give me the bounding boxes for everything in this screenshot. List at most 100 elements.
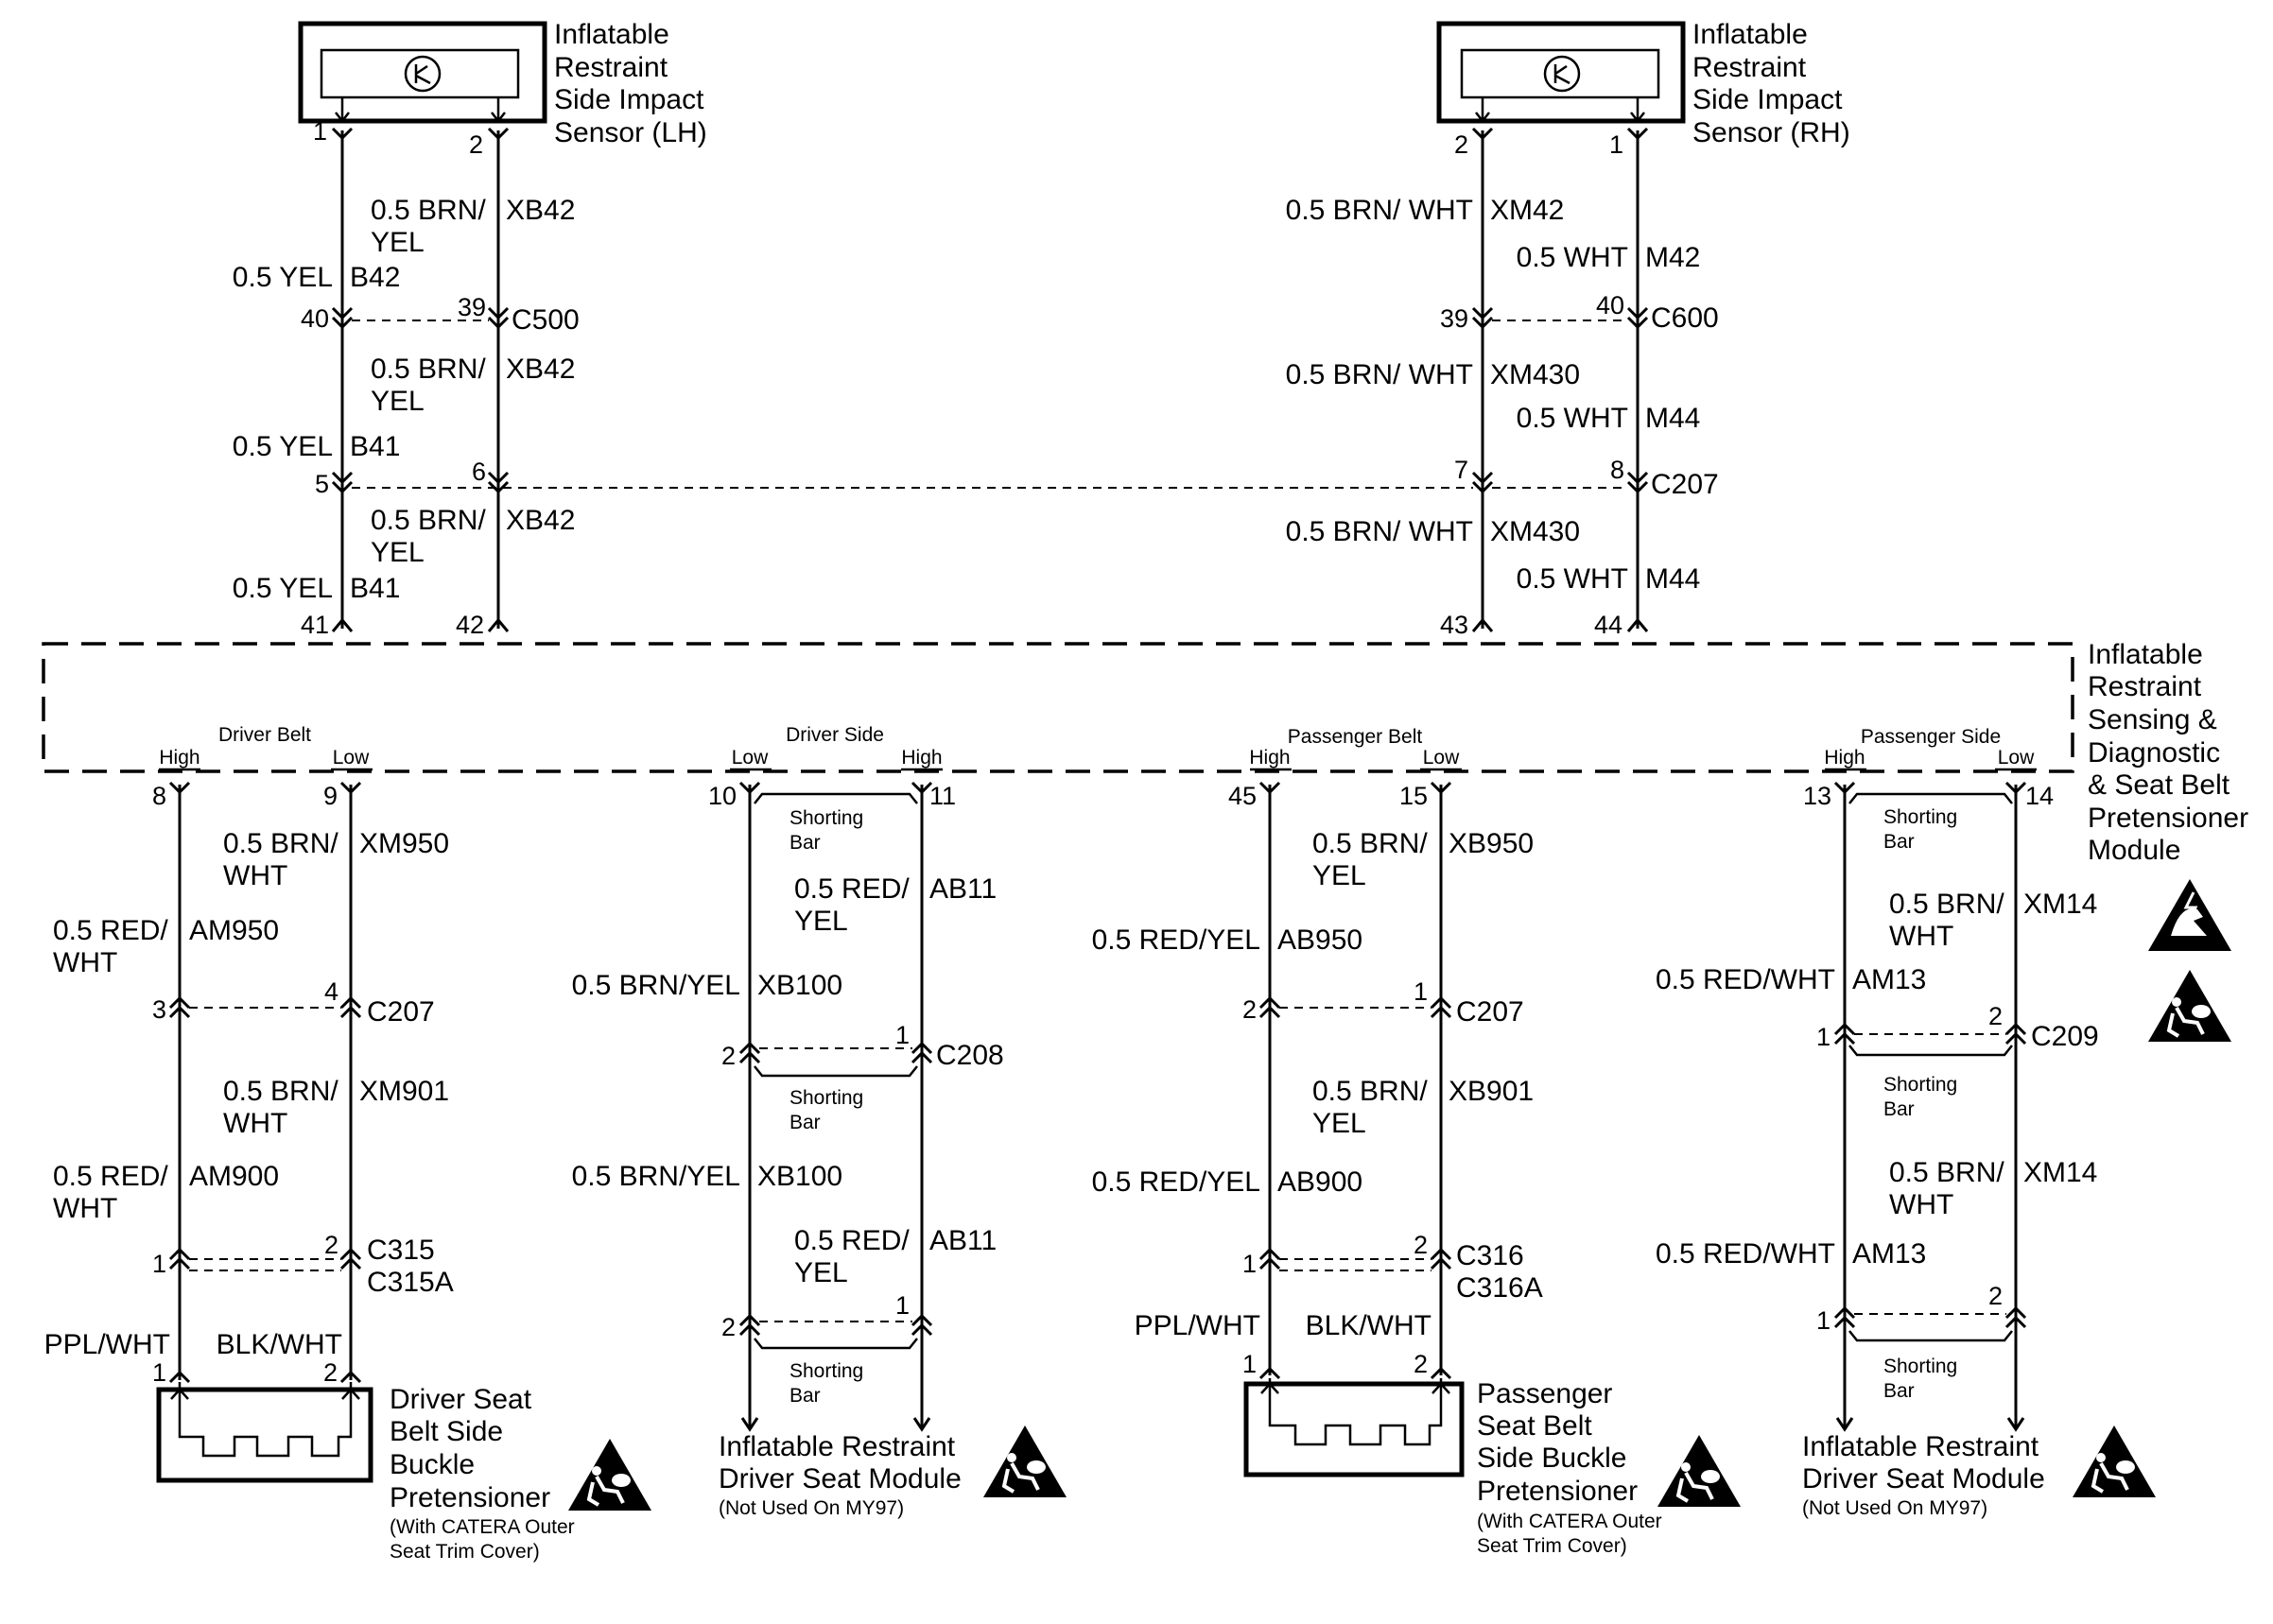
lh-seg1-yel: 0.5 YEL xyxy=(233,262,333,293)
ps-w1-red: 0.5 RED/WHT xyxy=(1656,964,1835,995)
c315a-name: C315A xyxy=(367,1267,454,1298)
rh-seg3-brn-circuit: XM430 xyxy=(1490,516,1580,547)
db-device-title-1: Driver Seat xyxy=(390,1384,532,1415)
ds-shorting-1a: Shorting xyxy=(789,807,863,829)
esd-sensitive-icon xyxy=(2146,877,2233,953)
ds-shorting-3a: Shorting xyxy=(789,1360,863,1382)
pin-14: 14 xyxy=(2025,782,2054,810)
pin-8: 8 xyxy=(152,782,166,810)
pb-dev-pin-1: 1 xyxy=(1242,1350,1257,1378)
pb-w2-red: 0.5 RED/YEL xyxy=(1092,1166,1260,1198)
module-title-7: Module xyxy=(2088,835,2180,866)
ds-w2-brn: 0.5 BRN/YEL xyxy=(572,1161,740,1192)
lh-seg2-yel: 0.5 YEL xyxy=(233,431,333,462)
module-title-1: Inflatable xyxy=(2088,639,2203,670)
c209-pin-1: 1 xyxy=(1816,1023,1831,1051)
lh-sensor: Inflatable Restraint Side Impact Sensor … xyxy=(298,19,707,148)
lh-seg3-brn-1: 0.5 BRN/ xyxy=(371,505,486,536)
pb-dev-pin-2: 2 xyxy=(1414,1350,1428,1378)
rh-seg1-brn: 0.5 BRN/ WHT xyxy=(1286,195,1473,226)
rh-seg2-wht: 0.5 WHT xyxy=(1517,403,1628,434)
pb-w1-brn-1: 0.5 BRN/ xyxy=(1312,828,1428,859)
sdm-module: Inflatable Restraint Sensing & Diagnosti… xyxy=(42,639,2248,866)
ps-shorting-2a: Shorting xyxy=(1883,1074,1957,1096)
pb-c316-pin-2: 2 xyxy=(1414,1231,1428,1259)
pb-w1-brn-circuit: XB950 xyxy=(1449,828,1534,859)
c316-name: C316 xyxy=(1456,1240,1524,1271)
module-title-6: Pretensioner xyxy=(2088,803,2248,834)
rh-seg3-brn: 0.5 BRN/ WHT xyxy=(1286,516,1473,547)
db-dev-pin-1: 1 xyxy=(152,1358,166,1387)
airbag-warning-icon xyxy=(566,1437,653,1512)
pb-device-title-4: Pretensioner xyxy=(1477,1476,1638,1507)
airbag-warning-icon xyxy=(1656,1433,1743,1509)
db-c207-pin-4: 4 xyxy=(324,977,338,1006)
c209-pin-2: 2 xyxy=(1988,1002,2003,1030)
db-w1-red-circuit: AM950 xyxy=(189,915,279,946)
pin-10: 10 xyxy=(708,782,737,810)
pin-13: 13 xyxy=(1803,782,1831,810)
ps-w2-brn-2: WHT xyxy=(1889,1189,1953,1220)
lh-seg2-brn-circuit: XB42 xyxy=(506,354,575,385)
c208-name: C208 xyxy=(936,1040,1004,1071)
module-title-3: Sensing & xyxy=(2088,704,2217,735)
lh-sensor-title-1: Inflatable xyxy=(554,19,669,50)
lh-pin-2: 2 xyxy=(469,130,483,159)
c500-name: C500 xyxy=(512,304,580,336)
ds-w2-circuit: AB11 xyxy=(929,1225,997,1256)
pb-w3-left: PPL/WHT xyxy=(1135,1310,1260,1341)
rh-seg3-wht-circuit: M44 xyxy=(1645,563,1700,595)
db-w3-left: PPL/WHT xyxy=(44,1329,170,1360)
db-w1-brn-1: 0.5 BRN/ xyxy=(223,828,338,859)
rh-pin-2: 2 xyxy=(1454,130,1468,159)
db-w2-brn-circuit: XM901 xyxy=(359,1076,449,1107)
db-w2-red-circuit: AM900 xyxy=(189,1161,279,1192)
pin-45: 45 xyxy=(1228,782,1257,810)
ds-w1-circuit: AB11 xyxy=(929,873,997,905)
lh-seg2-brn-1: 0.5 BRN/ xyxy=(371,354,486,385)
passenger-belt-low: Low xyxy=(1423,747,1460,769)
c207-upper-pin-8: 8 xyxy=(1610,456,1624,484)
ps-shorting-1a: Shorting xyxy=(1883,806,1957,828)
c315-name: C315 xyxy=(367,1235,435,1266)
rh-pin-1: 1 xyxy=(1609,130,1623,159)
lh-pin-1: 1 xyxy=(313,117,327,146)
pb-device-note-2: Seat Trim Cover) xyxy=(1477,1535,1627,1557)
c500-pin-left: 40 xyxy=(301,304,329,333)
ps-w2-red: 0.5 RED/WHT xyxy=(1656,1238,1835,1270)
module-pin-44: 44 xyxy=(1594,611,1622,639)
db-c207-pin-3: 3 xyxy=(152,995,166,1024)
pin-15: 15 xyxy=(1399,782,1428,810)
lh-seg1-yel-circuit: B42 xyxy=(350,262,400,293)
ds-w2-brn-circuit: XB100 xyxy=(757,1161,842,1192)
ds-w1-color-2: YEL xyxy=(794,906,848,937)
ps-lower-pin-1: 1 xyxy=(1816,1306,1831,1335)
ds-device-note: (Not Used On MY97) xyxy=(719,1497,904,1519)
driver-side-circuit: Shorting Bar Shorting Bar Shorting Bar 1… xyxy=(572,781,1068,1519)
ps-shorting-1b: Bar xyxy=(1883,831,1915,853)
ps-shorting-3a: Shorting xyxy=(1883,1356,1957,1377)
rh-seg2-brn: 0.5 BRN/ WHT xyxy=(1286,359,1473,390)
ds-lower-pin-1: 1 xyxy=(895,1291,910,1320)
db-w1-red-1: 0.5 RED/ xyxy=(53,915,168,946)
ds-shorting-2b: Bar xyxy=(789,1112,821,1133)
driver-belt-low: Low xyxy=(333,747,370,769)
rh-sensor-title-3: Side Impact xyxy=(1692,84,1843,115)
ps-w1-brn-1: 0.5 BRN/ xyxy=(1889,889,2004,920)
db-device-note-1: (With CATERA Outer xyxy=(390,1516,575,1538)
pb-device-title-3: Side Buckle xyxy=(1477,1443,1626,1474)
pb-w2-brn-circuit: XB901 xyxy=(1449,1076,1534,1107)
ps-w2-brn-1: 0.5 BRN/ xyxy=(1889,1157,2004,1188)
rh-seg1-wht: 0.5 WHT xyxy=(1517,242,1628,273)
pb-device-title-1: Passenger xyxy=(1477,1378,1612,1409)
lh-seg1-brn-1: 0.5 BRN/ xyxy=(371,195,486,226)
c600-pin-left: 39 xyxy=(1440,304,1468,333)
ps-w1-red-circuit: AM13 xyxy=(1852,964,1926,995)
c207-upper-name: C207 xyxy=(1651,469,1719,500)
db-c315-pin-2: 2 xyxy=(324,1231,338,1259)
db-w2-red-1: 0.5 RED/ xyxy=(53,1161,168,1192)
module-title-4: Diagnostic xyxy=(2088,737,2220,769)
lh-seg2-brn-2: YEL xyxy=(371,386,425,417)
rh-seg3-wht: 0.5 WHT xyxy=(1517,563,1628,595)
module-title-5: & Seat Belt xyxy=(2088,769,2230,801)
